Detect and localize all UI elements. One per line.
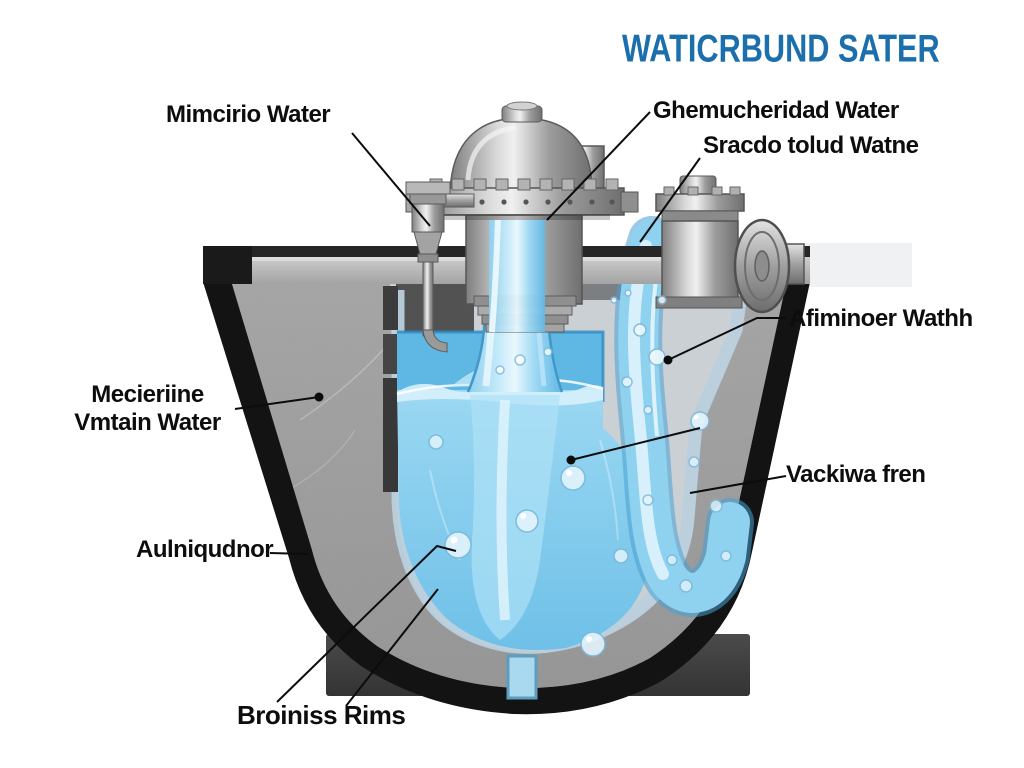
center-stream-underwater <box>470 395 560 640</box>
label-left-middle: Mecieriine Vmtain Water <box>25 381 270 436</box>
label-bottom: Broiniss Rims <box>237 700 406 730</box>
outlet-valve <box>655 175 805 314</box>
flange-disc <box>733 218 791 314</box>
label-top-right-2: Sracdo tolud Watne <box>703 132 919 159</box>
label-top-right-1: Ghemucheridad Water <box>653 97 899 124</box>
leader-left-middle <box>234 396 320 410</box>
inlet-valve <box>405 181 475 353</box>
leader-bottom-2 <box>345 588 439 707</box>
leader-left-lower <box>269 552 309 555</box>
label-left-middle-line1: Mecieriine <box>91 381 204 408</box>
leader-top-right-1 <box>546 111 651 221</box>
leader-lines <box>234 111 787 707</box>
rim-extension-slab <box>800 243 912 287</box>
pump-motor <box>405 101 639 333</box>
label-left-middle-line2: Vmtain Water <box>74 408 221 436</box>
label-top-left: Mimcirio Water <box>166 101 331 128</box>
leader-right-upper <box>667 317 786 361</box>
leader-right-lower <box>689 475 787 494</box>
drain-stub <box>506 654 538 700</box>
diagram-title: WATICRBUND SATER <box>622 26 940 70</box>
label-right-upper: Afiminoer Wathh <box>789 305 973 332</box>
bubbles <box>428 289 732 657</box>
label-left-lower: Aulniqudnor <box>136 536 274 563</box>
leader-top-left <box>351 132 431 227</box>
leader-bottom-1 <box>276 544 457 703</box>
leader-center-water <box>570 427 701 461</box>
leader-top-right-2 <box>639 157 701 243</box>
label-right-lower: Vackiwa fren <box>786 461 926 488</box>
